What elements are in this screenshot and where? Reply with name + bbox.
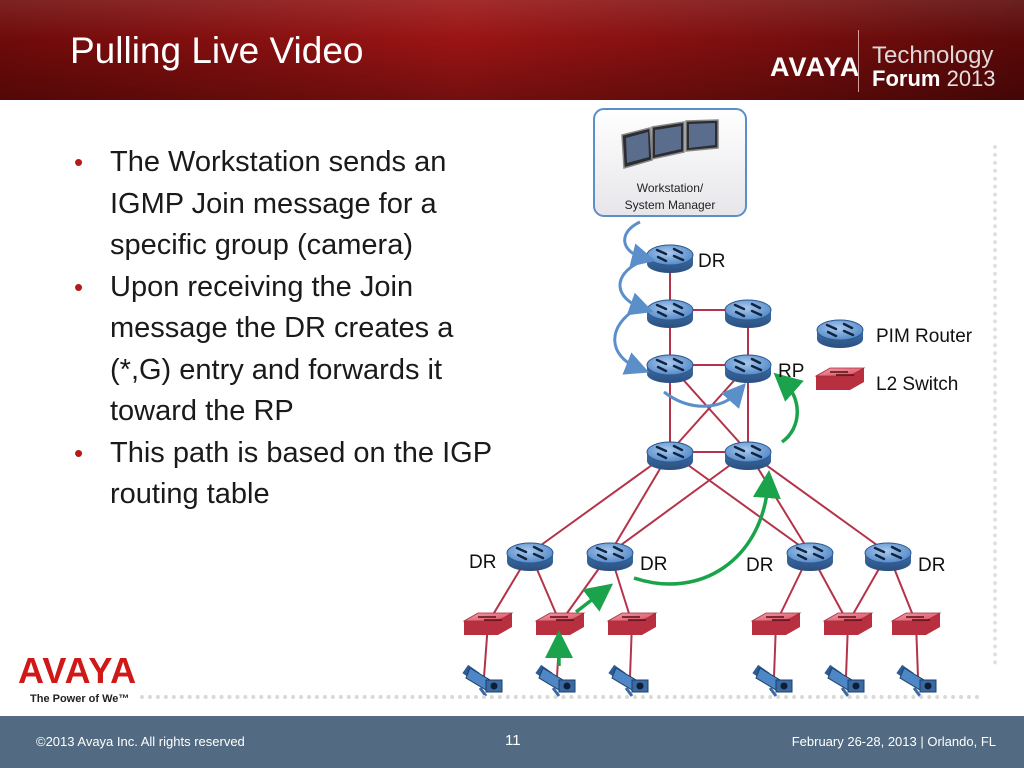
routers xyxy=(506,244,912,571)
l2-switch-icon xyxy=(534,612,586,635)
pim-router-icon xyxy=(646,244,694,273)
workstation-label-line1: Workstation/ xyxy=(637,181,704,195)
link xyxy=(529,451,671,554)
legend-switch-label: L2 Switch xyxy=(876,374,958,395)
l2-switch-icon xyxy=(822,612,874,635)
pim-router-icon xyxy=(724,441,772,470)
l2-switch-icon xyxy=(462,612,514,635)
header-avaya-logo: AVAYA xyxy=(770,52,861,82)
stream-arrow xyxy=(633,470,781,586)
video-camera-icon xyxy=(462,664,503,697)
footer-copyright: ©2013 Avaya Inc. All rights reserved xyxy=(36,734,245,749)
avaya-tagline: The Power of We™ xyxy=(30,693,130,705)
dr-label: DR xyxy=(698,251,725,272)
slide-footer xyxy=(0,716,1024,768)
link xyxy=(669,451,811,554)
monitors-icon xyxy=(621,119,719,169)
dr-label: DR xyxy=(918,555,945,576)
pim-router-icon xyxy=(646,441,694,470)
pim-router-icon xyxy=(506,542,554,571)
pim-router-icon xyxy=(724,299,772,328)
bullet-item: This path is based on the IGP routing ta… xyxy=(68,433,518,516)
video-camera-icon xyxy=(752,664,793,697)
workstation-label-line2: System Manager xyxy=(625,198,716,212)
bullet-item: Upon receiving the Join message the DR c… xyxy=(68,267,518,433)
link xyxy=(609,451,749,554)
forum-logo-line1: Technology xyxy=(872,42,994,69)
footer-dotted-rule xyxy=(140,695,980,699)
workstation-system-manager: Workstation/ System Manager xyxy=(593,108,747,217)
video-camera-icon xyxy=(896,664,937,697)
dr-label: DR xyxy=(469,552,496,573)
video-camera-icon xyxy=(608,664,649,697)
slide-header xyxy=(0,0,1024,100)
footer-event: February 26-28, 2013 | Orlando, FL xyxy=(791,734,996,749)
dr-label: DR xyxy=(746,555,773,576)
avaya-corner-logo: AVAYA xyxy=(18,650,138,691)
stream-arrows xyxy=(545,372,804,666)
link xyxy=(747,451,889,554)
rp-label: RP xyxy=(778,361,804,382)
join-arrows xyxy=(613,220,746,409)
join-arrow xyxy=(613,306,650,375)
legend-router-label: PIM Router xyxy=(876,326,973,347)
forum-logo-line2: Forum 2013 xyxy=(872,66,996,92)
slide-title: Pulling Live Video xyxy=(70,30,364,71)
cameras xyxy=(462,664,937,697)
forum-year: 2013 xyxy=(946,66,996,91)
stream-arrow xyxy=(773,372,804,444)
join-arrow xyxy=(618,260,654,316)
legend-router-icon xyxy=(816,319,864,348)
dr-label: DR xyxy=(640,554,667,575)
video-camera-icon xyxy=(824,664,865,697)
header-shine xyxy=(0,0,1024,100)
video-camera-icon xyxy=(535,664,576,697)
side-dotted-rule xyxy=(993,145,997,665)
join-arrow xyxy=(663,383,746,409)
header-divider xyxy=(858,30,859,92)
legend-switch-icon xyxy=(814,367,866,390)
l2-switch-icon xyxy=(750,612,802,635)
stream-arrow xyxy=(574,583,614,614)
pim-router-icon xyxy=(646,354,694,383)
pim-router-icon xyxy=(724,354,772,383)
bullet-item: The Workstation sends an IGMP Join messa… xyxy=(68,142,518,267)
pim-router-icon xyxy=(786,542,834,571)
join-arrow xyxy=(623,220,656,267)
forum-word: Forum xyxy=(872,66,941,91)
switches xyxy=(462,367,942,635)
pim-router-icon xyxy=(586,542,634,571)
pim-router-icon xyxy=(864,542,912,571)
l2-switch-icon xyxy=(606,612,658,635)
bullet-list: The Workstation sends an IGMP Join messa… xyxy=(68,142,518,516)
l2-switch-icon xyxy=(890,612,942,635)
page-number: 11 xyxy=(505,732,521,749)
pim-router-icon xyxy=(646,299,694,328)
